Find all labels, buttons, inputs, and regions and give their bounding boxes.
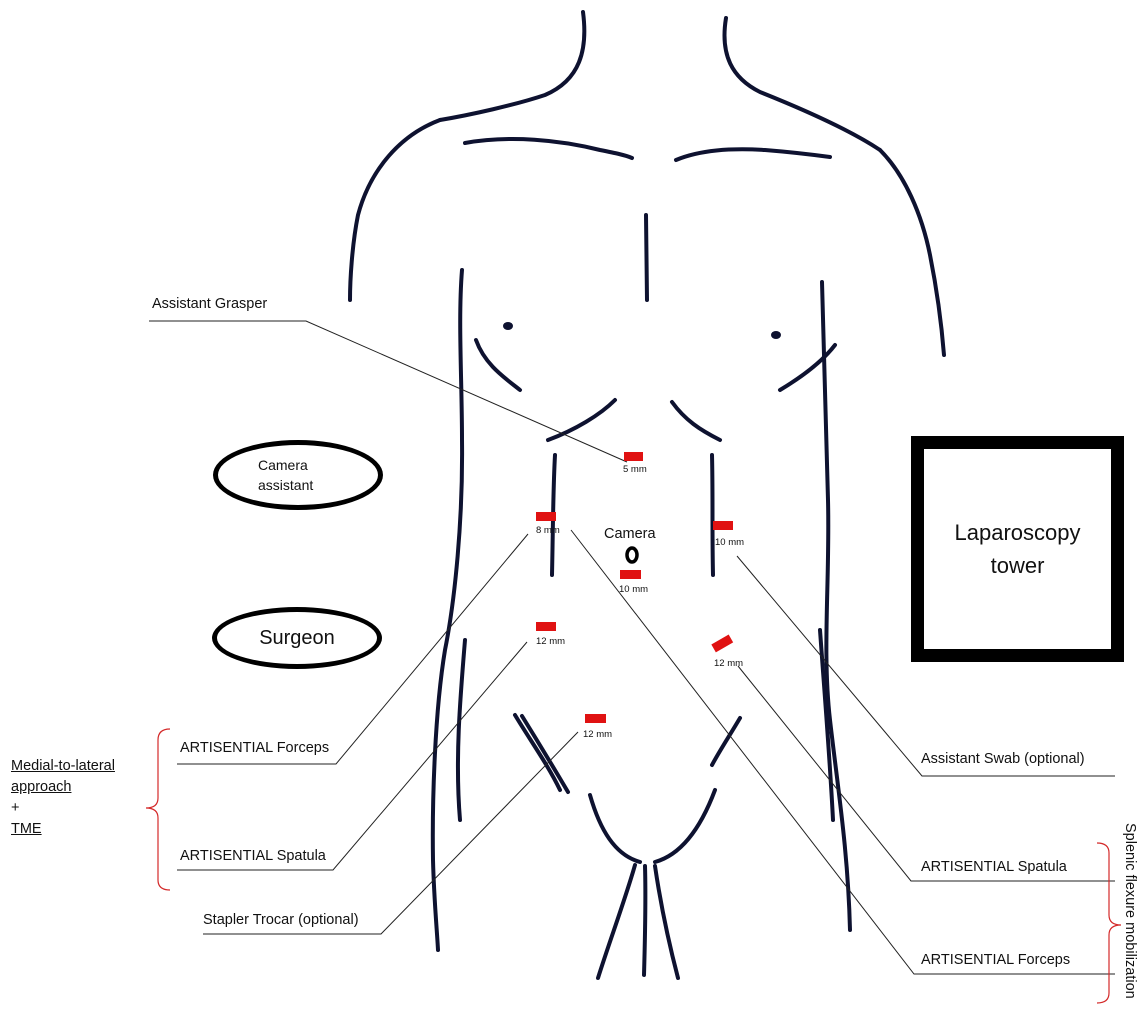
assistant-swab-label: Assistant Swab (optional) <box>921 751 1085 767</box>
surgeon-label: Surgeon <box>259 627 335 650</box>
approach-plus: + <box>11 798 115 819</box>
leader-artisential-spatula-right <box>738 666 1115 881</box>
port-12mm-left-label: 12 mm <box>536 636 565 647</box>
stapler-trocar-label: Stapler Trocar (optional) <box>203 912 359 928</box>
artisential-spatula-right-label: ARTISENTIAL Spatula <box>921 859 1067 875</box>
port-10mm-center <box>620 570 641 579</box>
camera-assistant-label: Camera assistant <box>248 455 348 495</box>
nipple-right <box>771 331 781 339</box>
leader-stapler-trocar <box>203 732 578 934</box>
port-8mm-label: 8 mm <box>536 525 560 536</box>
pectoral-left <box>476 340 520 390</box>
camera-port-icon <box>627 548 637 562</box>
groin-left-2 <box>522 716 568 792</box>
crotch-right <box>655 790 715 862</box>
brace-right <box>1097 843 1121 1003</box>
splenic-flexure-label: Splenic flexure mobilization <box>1122 823 1138 999</box>
left-arm <box>433 270 462 950</box>
camera-label: Camera <box>604 526 656 542</box>
rib-left <box>548 400 615 440</box>
approach-tme: TME <box>11 819 115 840</box>
approach-line2: approach <box>11 777 115 798</box>
clavicle-left <box>465 139 632 158</box>
neck-right <box>724 18 880 150</box>
hip-left <box>458 640 465 820</box>
clavicle-right <box>676 149 830 160</box>
left-shoulder <box>350 120 440 300</box>
port-12mm-left <box>536 622 556 631</box>
leader-assistant-grasper <box>149 321 627 462</box>
right-arm <box>822 282 850 930</box>
port-5mm <box>624 452 643 461</box>
leg-inner-left-2 <box>644 866 645 975</box>
port-12mm-low <box>585 714 606 723</box>
surgeon-position: Surgeon <box>212 607 382 669</box>
artisential-forceps-right-label: ARTISENTIAL Forceps <box>921 952 1070 968</box>
neck-left <box>440 12 584 120</box>
torso-right <box>712 455 713 575</box>
approach-group-label: Medial-to-lateral approach + TME <box>11 756 115 840</box>
laparoscopy-tower: Laparoscopy tower <box>911 436 1124 662</box>
brace-left <box>146 729 170 890</box>
camera-assistant-position: Camera assistant <box>213 440 383 510</box>
right-shoulder <box>880 150 944 355</box>
nipple-left <box>503 322 513 330</box>
artisential-spatula-left-label: ARTISENTIAL Spatula <box>180 848 326 864</box>
crotch-left <box>590 795 640 862</box>
port-12mm-low-label: 12 mm <box>583 729 612 740</box>
groin-right <box>712 718 740 765</box>
port-10mm-right <box>713 521 733 530</box>
groin-left <box>515 715 560 790</box>
assistant-grasper-label: Assistant Grasper <box>152 296 267 312</box>
rib-right <box>672 402 720 440</box>
port-12mm-right-label: 12 mm <box>714 658 743 669</box>
port-10mm-right-label: 10 mm <box>715 537 744 548</box>
leg-inner-right <box>655 866 678 978</box>
leg-inner-left <box>598 865 635 978</box>
laparoscopy-tower-label: Laparoscopy tower <box>938 516 1098 582</box>
port-10mm-center-label: 10 mm <box>619 584 648 595</box>
port-12mm-right <box>711 635 733 653</box>
port-8mm <box>536 512 556 521</box>
port-5mm-label: 5 mm <box>623 464 647 475</box>
leader-artisential-spatula-left <box>177 642 527 870</box>
artisential-forceps-left-label: ARTISENTIAL Forceps <box>180 740 329 756</box>
approach-line1: Medial-to-lateral <box>11 756 115 777</box>
sternum-line <box>646 215 647 300</box>
